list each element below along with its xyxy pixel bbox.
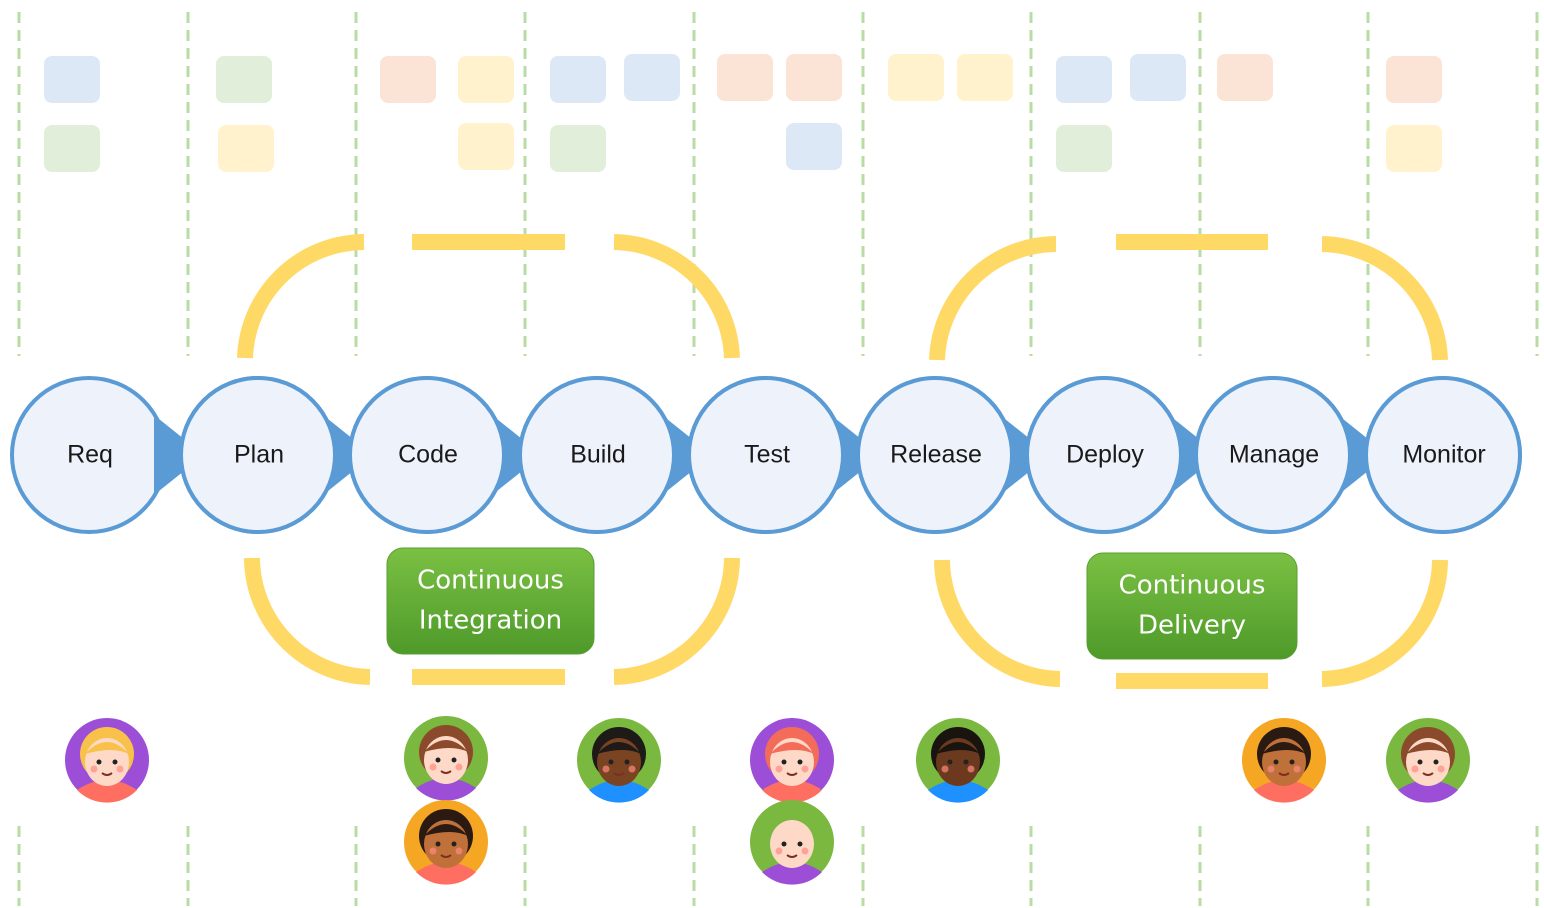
stage-label: Plan — [234, 441, 284, 469]
column-dividers — [17, 12, 1539, 906]
person-curly-hair-icon — [916, 718, 1000, 803]
task-card — [380, 56, 436, 103]
continuous-delivery-loop — [929, 234, 1448, 689]
task-card — [1056, 56, 1112, 103]
person-mustache-icon — [404, 800, 488, 885]
badge-background — [386, 547, 595, 655]
loop-top-right-arc — [1321, 236, 1448, 361]
stage-label: Deploy — [1066, 441, 1144, 469]
person-brunette-icon — [1386, 718, 1470, 803]
badge-label-line1: Continuous — [417, 566, 564, 596]
task-cards — [44, 54, 1442, 172]
person-bald-icon — [750, 800, 834, 885]
stage-node-overlay — [1025, 376, 1183, 534]
task-card — [1386, 125, 1442, 172]
task-card — [624, 54, 680, 101]
stage-node-overlay — [518, 376, 676, 534]
loop-bottom-left-arc — [934, 559, 1061, 687]
task-card — [216, 56, 272, 103]
continuous-integration-badge: Continuous Integration — [386, 547, 595, 655]
stage-label: Monitor — [1402, 441, 1485, 469]
loop-bottom-right-arc — [1321, 559, 1448, 687]
person-blonde-icon — [65, 718, 149, 803]
continuous-delivery-badge: Continuous Delivery — [1086, 552, 1298, 660]
arrow-right-icon — [492, 415, 542, 495]
badge-background — [1086, 552, 1298, 660]
continuous-integration-loop — [237, 234, 740, 685]
stage-label: Manage — [1229, 441, 1319, 469]
task-card — [458, 123, 514, 170]
stage-label: Build — [570, 441, 626, 469]
task-card — [1130, 54, 1186, 101]
task-card — [717, 54, 773, 101]
stage-node-overlay — [1364, 376, 1522, 534]
stage-label: Req — [67, 441, 113, 469]
loop-bottom-left-arc — [244, 557, 371, 685]
person-brown-hair-icon — [404, 716, 488, 801]
task-card — [786, 123, 842, 170]
task-card — [44, 125, 100, 172]
loop-top-right-arc — [613, 234, 740, 359]
task-card — [550, 125, 606, 172]
task-card — [1056, 125, 1112, 172]
stage-label: Code — [398, 441, 458, 469]
arrow-right-icon — [1338, 415, 1388, 495]
badge-label-line1: Continuous — [1119, 571, 1266, 601]
task-card — [1217, 54, 1273, 101]
pipeline-stages: Req Plan Code Build Test Release Deploy Manage M… — [10, 376, 1522, 534]
task-card — [786, 54, 842, 101]
badge-label-line2: Delivery — [1138, 611, 1246, 641]
task-card — [458, 56, 514, 103]
stage-node-overlay — [1194, 376, 1352, 534]
stage-label: Test — [744, 441, 790, 469]
badge-label-line2: Integration — [419, 606, 562, 636]
task-card — [957, 54, 1013, 101]
person-short-hair-icon — [1242, 718, 1326, 803]
stage-label: Release — [890, 441, 982, 469]
stage-node-overlay — [687, 376, 845, 534]
loop-top-left-arc — [237, 234, 365, 359]
stage-node-overlay — [179, 376, 337, 534]
loop-bottom-right-arc — [613, 557, 740, 685]
task-card — [888, 54, 944, 101]
stage-node-overlay — [856, 376, 1014, 534]
task-card — [1386, 56, 1442, 103]
person-dark-hair-icon — [577, 718, 661, 803]
loop-top-left-arc — [929, 236, 1057, 361]
task-card — [218, 125, 274, 172]
team-avatars — [65, 716, 1470, 885]
stage-node-overlay — [348, 376, 506, 534]
task-card — [550, 56, 606, 103]
person-red-hair-icon — [750, 718, 834, 803]
stage-req: Req — [10, 376, 204, 534]
task-card — [44, 56, 100, 103]
